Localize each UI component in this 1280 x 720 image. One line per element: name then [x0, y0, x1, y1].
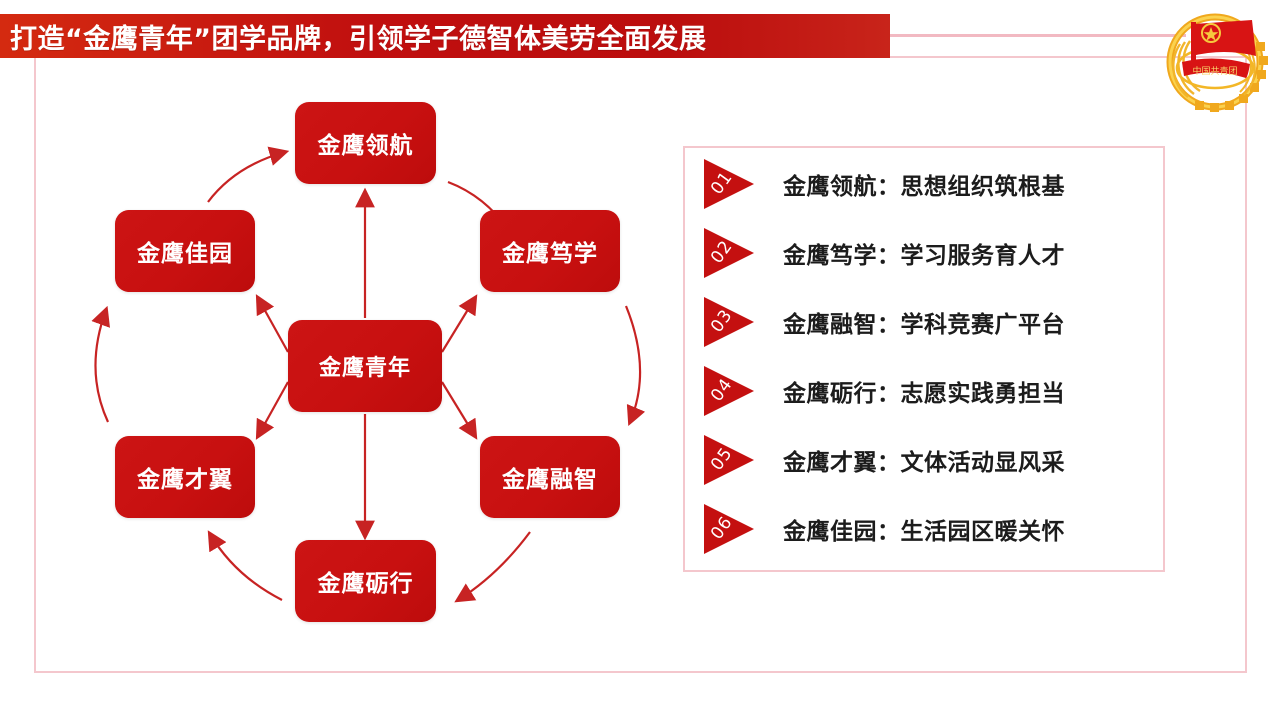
- list-item[interactable]: 06 金鹰佳园：生活园区暖关怀: [701, 499, 1153, 559]
- node-center[interactable]: 金鹰青年: [288, 320, 442, 412]
- list-item-text: 金鹰笃学：学习服务育人才: [783, 243, 1065, 269]
- list-item[interactable]: 01 金鹰领航：思想组织筑根基: [701, 154, 1153, 214]
- brand-initiative-list-panel: 01 金鹰领航：思想组织筑根基 02 金鹰笃学：学习服务育人才 03 金鹰融智：…: [683, 146, 1165, 572]
- list-item[interactable]: 03 金鹰融智：学科竞赛广平台: [701, 292, 1153, 352]
- node-study[interactable]: 金鹰笃学: [480, 210, 620, 292]
- node-action[interactable]: 金鹰砺行: [295, 540, 436, 622]
- cycle-diagram: 金鹰领航 金鹰笃学 金鹰融智 金鹰砺行 金鹰才翼 金鹰佳园 金鹰青年: [60, 70, 680, 650]
- list-item-text: 金鹰砺行：志愿实践勇担当: [783, 381, 1065, 407]
- node-home[interactable]: 金鹰佳园: [115, 210, 255, 292]
- triangle-marker-icon: 01: [701, 157, 757, 211]
- triangle-marker-icon: 02: [701, 226, 757, 280]
- triangle-marker-icon: 06: [701, 502, 757, 556]
- slide-title-bar: 打造“金鹰青年”团学品牌，引领学子德智体美劳全面发展: [0, 14, 890, 58]
- diagram-arrows: [91, 146, 646, 603]
- triangle-marker-icon: 04: [701, 364, 757, 418]
- communist-youth-league-emblem: 中国共青团: [1160, 4, 1270, 114]
- list-item-text: 金鹰佳园：生活园区暖关怀: [783, 519, 1065, 545]
- node-smart[interactable]: 金鹰融智: [480, 436, 620, 518]
- node-talent[interactable]: 金鹰才翼: [115, 436, 255, 518]
- list-item[interactable]: 05 金鹰才翼：文体活动显风采: [701, 430, 1153, 490]
- title-rule: [886, 34, 1186, 37]
- triangle-marker-icon: 05: [701, 433, 757, 487]
- page-title: 打造“金鹰青年”团学品牌，引领学子德智体美劳全面发展: [10, 23, 707, 55]
- list-item-text: 金鹰融智：学科竞赛广平台: [783, 312, 1065, 338]
- list-item[interactable]: 04 金鹰砺行：志愿实践勇担当: [701, 361, 1153, 421]
- list-item-text: 金鹰才翼：文体活动显风采: [783, 450, 1065, 476]
- emblem-ribbon-text: 中国共青团: [1192, 65, 1237, 77]
- list-item-text: 金鹰领航：思想组织筑根基: [783, 174, 1065, 200]
- list-item[interactable]: 02 金鹰笃学：学习服务育人才: [701, 223, 1153, 283]
- node-lead[interactable]: 金鹰领航: [295, 102, 436, 184]
- triangle-marker-icon: 03: [701, 295, 757, 349]
